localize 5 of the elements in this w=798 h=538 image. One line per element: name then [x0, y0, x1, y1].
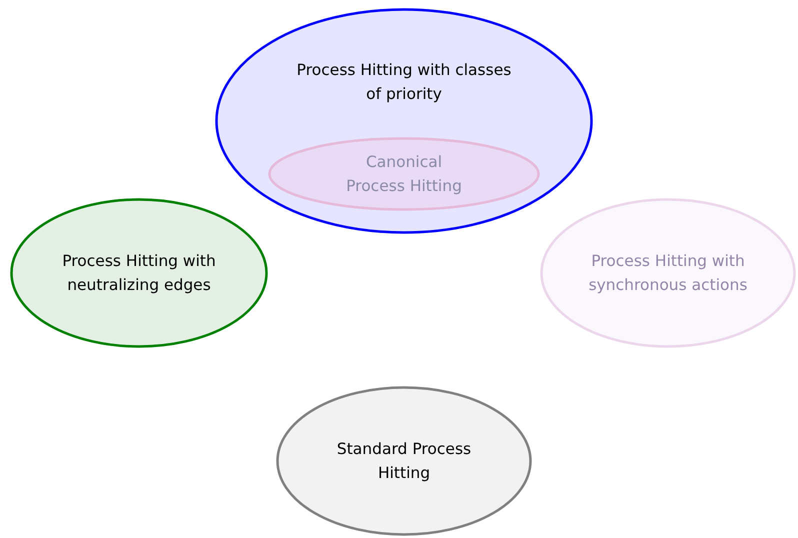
node-label: Canonical Process Hitting [345, 152, 463, 197]
node-label: Process Hitting with synchronous actions [588, 251, 748, 296]
node-label: Process Hitting with classes of priority [296, 60, 512, 105]
node-label: Standard Process Hitting [336, 439, 472, 484]
node-label: Process Hitting with neutralizing edges [61, 251, 217, 296]
